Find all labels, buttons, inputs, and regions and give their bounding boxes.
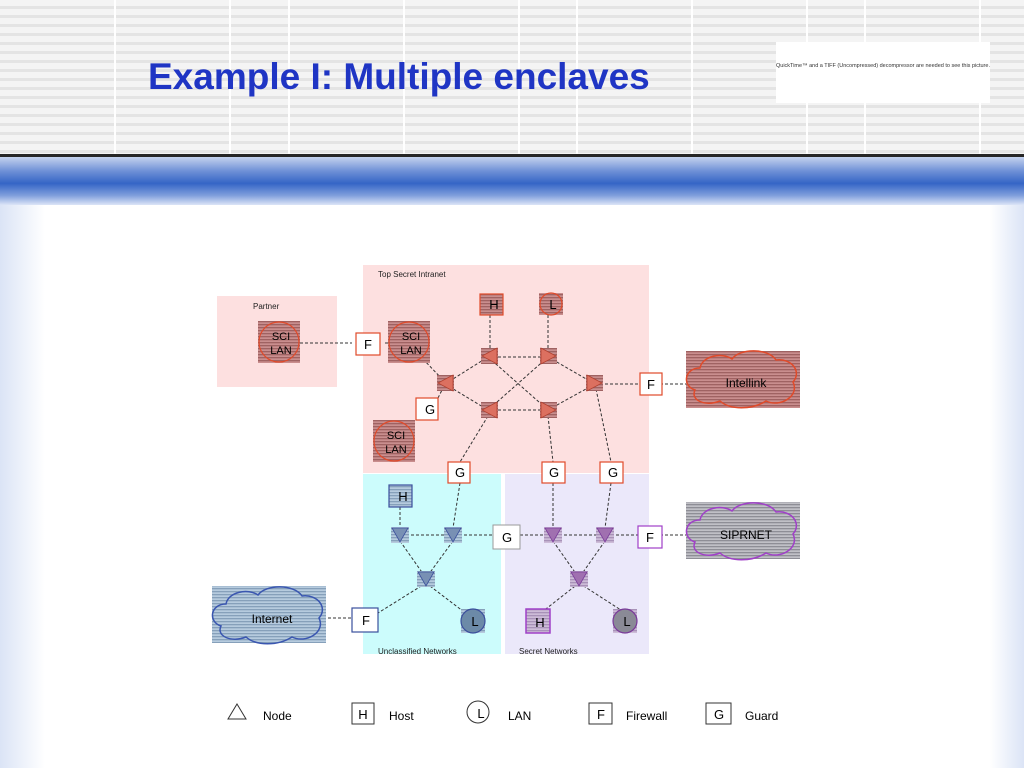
header-divider	[0, 154, 1024, 157]
guard-unclassified-secret: G	[492, 524, 521, 550]
host-secret: H	[525, 608, 551, 634]
node	[596, 527, 614, 543]
guard-secret-boundary-2: G	[599, 461, 624, 484]
node	[444, 527, 462, 543]
sci-lan-line-1: SCI	[402, 331, 420, 343]
siprnet-cloud: SIPRNET	[685, 502, 800, 561]
legend-host-icon	[351, 702, 375, 725]
host-label: H	[489, 297, 498, 312]
quicktime-placeholder: QuickTime™ and a TIFF (Uncompressed) dec…	[776, 42, 990, 103]
intellink-cloud: Intellink	[685, 350, 800, 409]
slide-title: Example I: Multiple enclaves	[148, 56, 650, 97]
legend-lan-icon	[466, 700, 490, 724]
legend-firewall-icon	[588, 702, 613, 725]
blue-band	[0, 157, 1024, 205]
partner-label: Partner	[253, 302, 280, 311]
guard-label: G	[455, 465, 465, 480]
firewall-partner: F	[355, 332, 381, 356]
connections	[300, 315, 688, 619]
node	[481, 401, 498, 419]
sci-lan-top-secret-1: SCI LAN	[388, 321, 430, 363]
nodes-top-secret	[437, 347, 603, 419]
node	[437, 374, 454, 392]
sci-lan-top-secret-2: SCI LAN	[373, 420, 415, 462]
internet-cloud: Internet	[211, 586, 326, 645]
guard-label: G	[549, 465, 559, 480]
host-label: H	[535, 615, 544, 630]
firewall-label: F	[362, 613, 370, 628]
top-secret-label: Top Secret Intranet	[378, 270, 446, 279]
firewall-siprnet: F	[637, 525, 663, 549]
internet-label: Internet	[252, 612, 293, 626]
lan-label: L	[549, 297, 556, 312]
node	[417, 571, 435, 587]
host-top-secret: H	[479, 293, 504, 316]
legend-host-symbol: H	[358, 707, 367, 722]
node	[570, 571, 588, 587]
node	[544, 527, 562, 543]
node	[540, 347, 557, 365]
legend-lan-label: LAN	[508, 709, 531, 723]
sci-lan-line-2: LAN	[400, 345, 421, 357]
lan-secret: L	[612, 608, 638, 634]
firewall-label: F	[364, 337, 372, 352]
guard-label: G	[425, 402, 435, 417]
sci-lan-partner: SCI LAN	[258, 321, 300, 363]
siprnet-label: SIPRNET	[720, 528, 773, 542]
lan-label: L	[623, 614, 630, 629]
lan-top-secret: L	[539, 292, 563, 316]
legend-lan-symbol: L	[477, 706, 484, 721]
firewall-label: F	[646, 530, 654, 545]
firewall-intellink: F	[639, 372, 663, 396]
legend-firewall-symbol: F	[597, 707, 605, 722]
nodes-unclassified	[391, 527, 462, 587]
quicktime-notice: QuickTime™ and a TIFF (Uncompressed) dec…	[776, 63, 990, 69]
sci-lan-line-1: SCI	[387, 430, 405, 442]
node	[481, 347, 498, 365]
secret-label: Secret Networks	[519, 647, 578, 656]
sci-lan-line-2: LAN	[270, 345, 291, 357]
lan-label: L	[471, 614, 478, 629]
guard-unclassified-boundary: G	[447, 461, 471, 484]
legend-firewall-label: Firewall	[626, 709, 667, 723]
legend-host-label: Host	[389, 709, 414, 723]
node	[391, 527, 409, 543]
legend-node-icon	[227, 703, 247, 720]
host-label: H	[398, 489, 407, 504]
firewall-label: F	[647, 377, 655, 392]
node	[586, 374, 603, 392]
host-unclassified: H	[388, 484, 413, 508]
guard-secret-boundary-1: G	[541, 461, 566, 484]
unclassified-label: Unclassified Networks	[378, 647, 457, 656]
intellink-label: Intellink	[726, 376, 768, 390]
nodes-secret	[544, 527, 614, 587]
guard-top-secret-inner: G	[415, 397, 439, 421]
legend: Node H Host L LAN F Firewall G Guard	[227, 700, 778, 725]
firewall-internet: F	[351, 607, 379, 633]
legend-guard-label: Guard	[745, 709, 778, 723]
sci-lan-line-2: LAN	[385, 444, 406, 456]
sci-lan-line-1: SCI	[272, 331, 290, 343]
lan-unclassified: L	[460, 608, 486, 634]
legend-guard-symbol: G	[714, 707, 724, 722]
legend-node-label: Node	[263, 709, 292, 723]
legend-guard-icon	[705, 702, 732, 725]
guard-label: G	[608, 465, 618, 480]
node	[540, 401, 557, 419]
guard-label: G	[502, 530, 512, 545]
